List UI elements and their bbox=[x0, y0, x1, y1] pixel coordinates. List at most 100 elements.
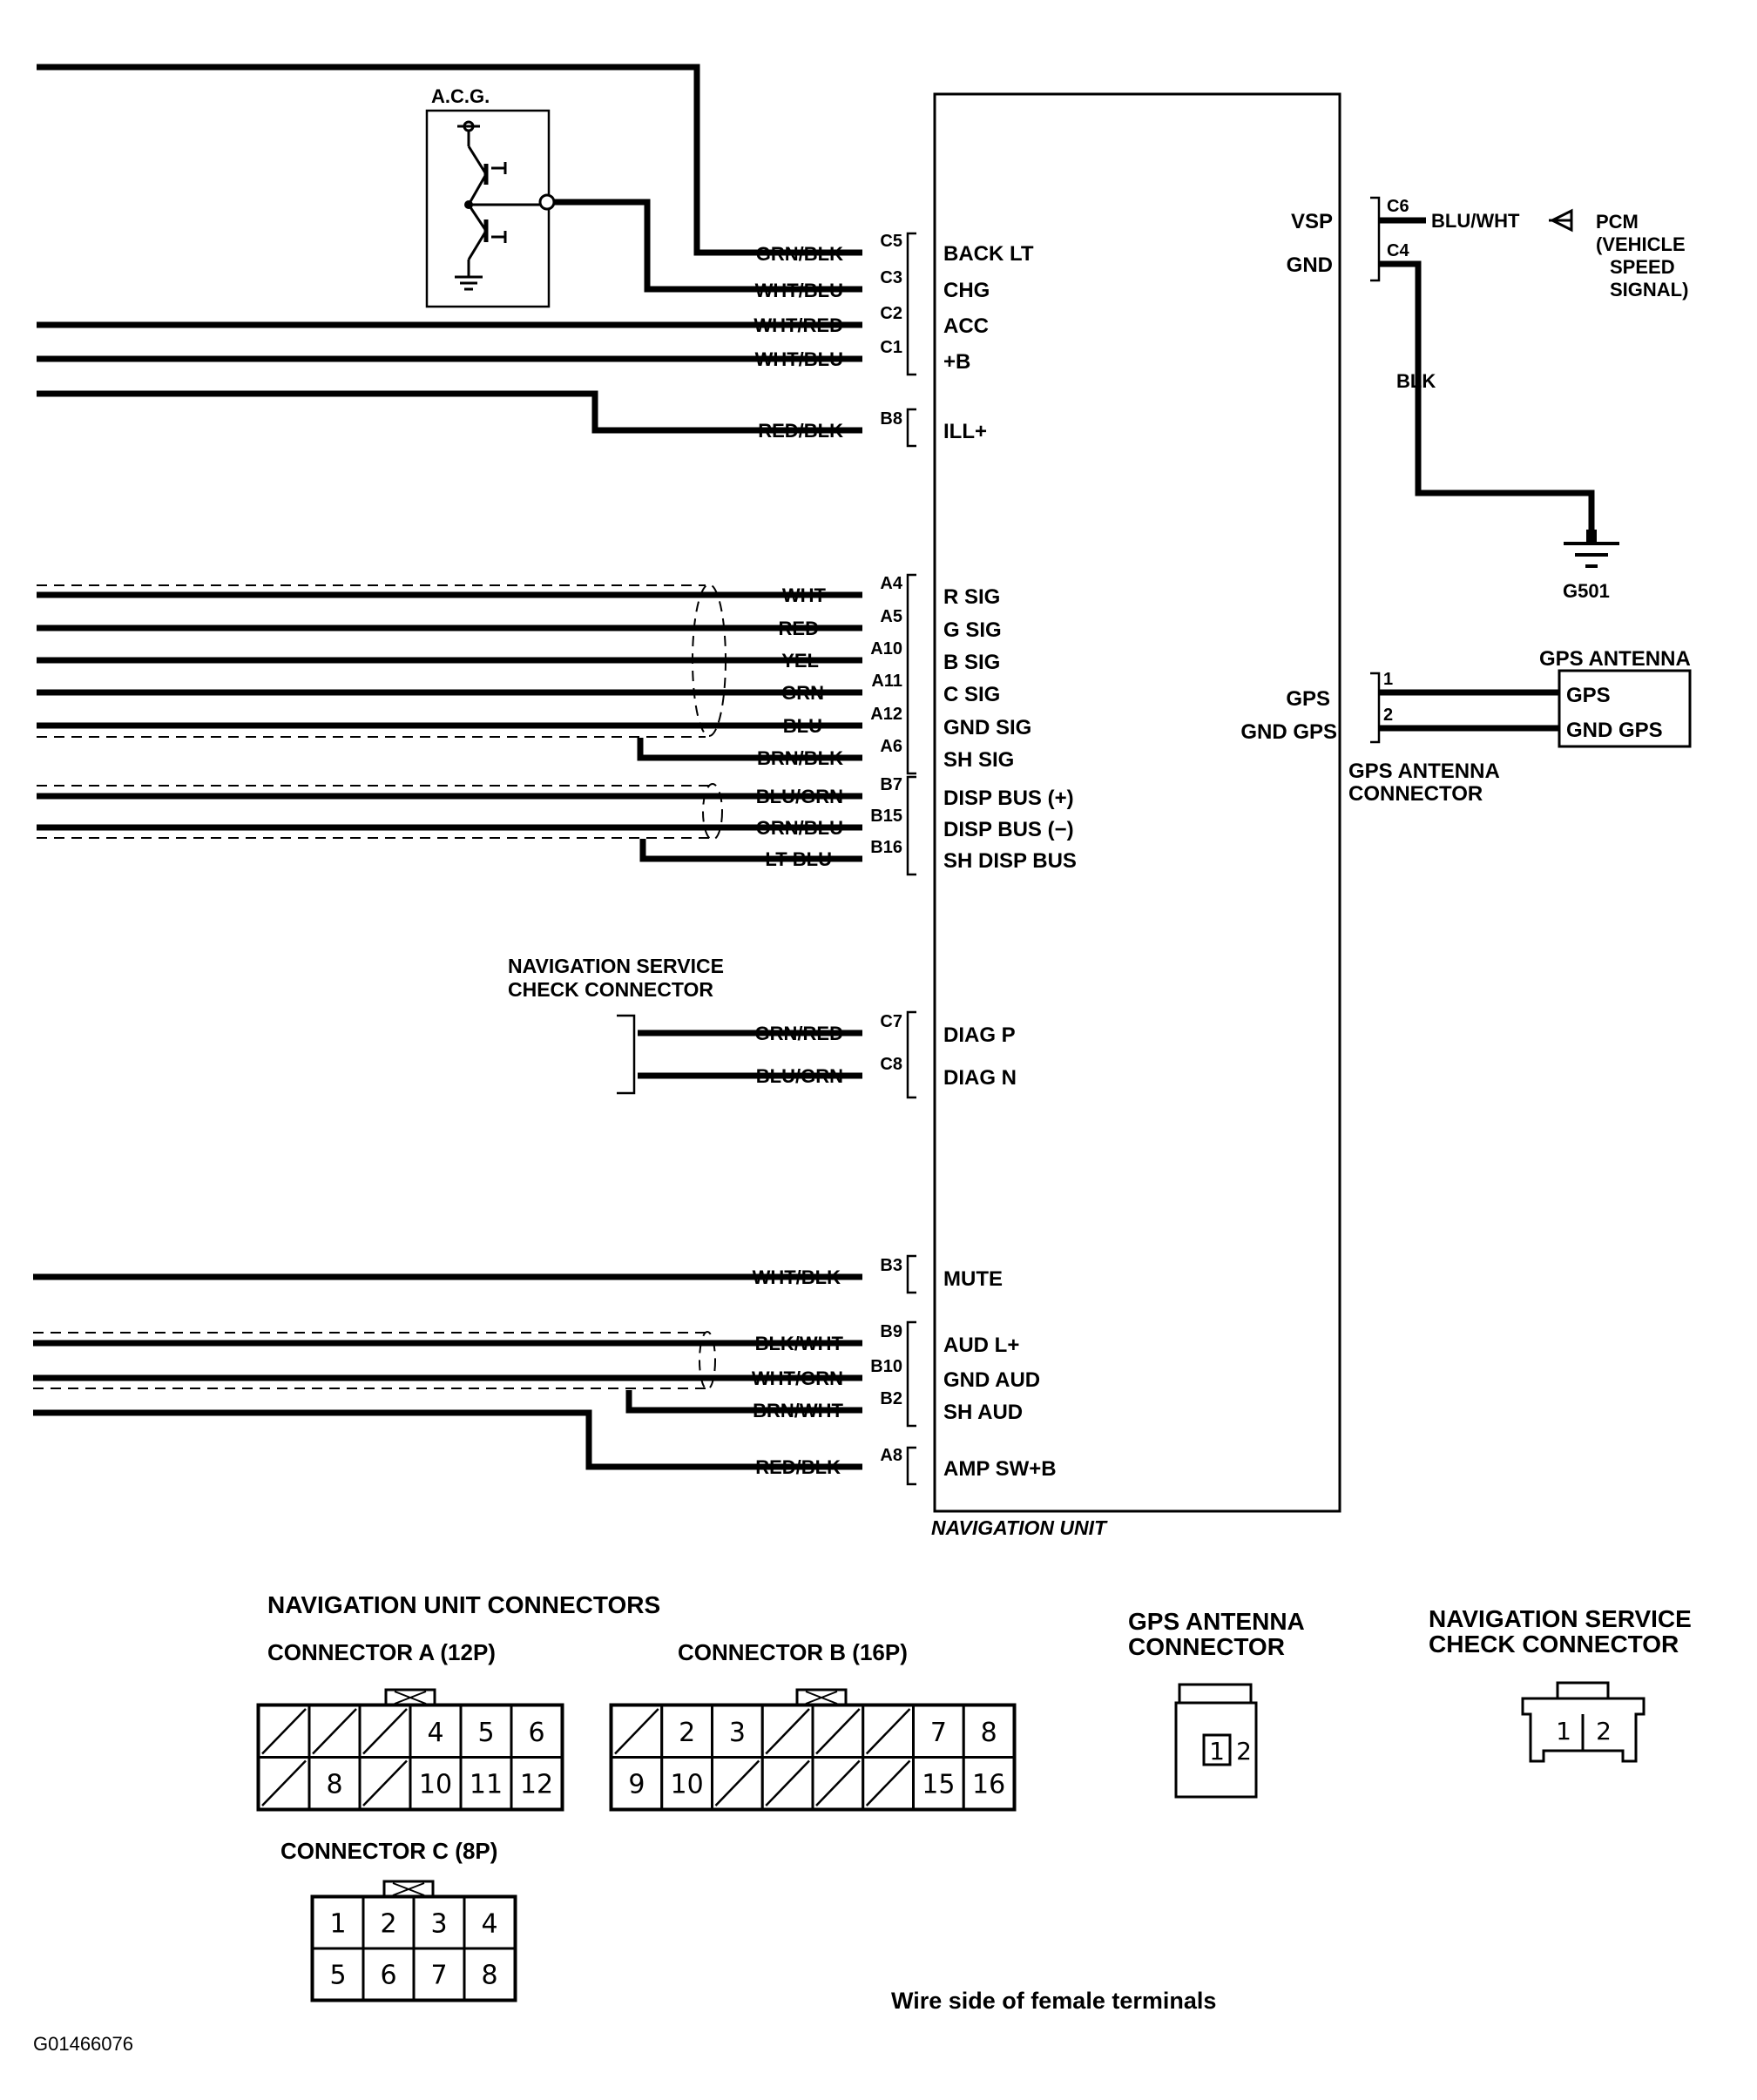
connector-b-cell bbox=[610, 1756, 664, 1811]
unit-label-chg: CHG bbox=[943, 279, 990, 302]
connector-c-right-bracket bbox=[1370, 196, 1381, 282]
connectors-title: NAVIGATION UNIT CONNECTORS bbox=[267, 1591, 660, 1618]
unit-label-vsp: VSP bbox=[1291, 210, 1333, 233]
wire-label-b8: RED/BLK bbox=[758, 420, 843, 442]
gps-face-pin-1: 1 bbox=[1209, 1737, 1225, 1766]
connector-b-pin-number: 7 bbox=[930, 1718, 947, 1748]
wire-label-a12: BLU bbox=[783, 715, 822, 737]
left-wiring bbox=[33, 64, 862, 1470]
pcm-label-line4: SIGNAL) bbox=[1610, 279, 1688, 300]
connector-a-unused-cell-slash bbox=[362, 1708, 408, 1755]
pin-a11: A11 bbox=[871, 672, 902, 691]
connector-b-title: CONNECTOR B (16P) bbox=[678, 1639, 908, 1665]
ground-label: G501 bbox=[1563, 580, 1610, 602]
gps-connector-bracket bbox=[1370, 672, 1381, 744]
pin-c8: C8 bbox=[880, 1055, 902, 1074]
connector-a-unused-cell-slash bbox=[261, 1759, 307, 1806]
wire-label-a10: YEL bbox=[781, 650, 819, 672]
pin-b8: B8 bbox=[880, 409, 902, 429]
pin-numbers: C5 C3 C2 C1 B8 A4 A5 A10 A11 A12 A6 B7 B… bbox=[870, 232, 903, 1465]
wire-label-b16: LT BLU bbox=[765, 848, 832, 870]
wire-label-a11: GRN bbox=[781, 682, 824, 704]
connector-b-pin-number: 16 bbox=[972, 1769, 1005, 1800]
connector-a-pin-number: 8 bbox=[326, 1769, 342, 1800]
figure-id: G01466076 bbox=[33, 2033, 133, 2055]
unit-label-disp-bus-minus: DISP BUS (−) bbox=[943, 818, 1074, 841]
connector-c-pin-number: 6 bbox=[380, 1961, 396, 1991]
ground-post bbox=[1586, 530, 1597, 544]
navigation-unit-label: NAVIGATION UNIT bbox=[931, 1516, 1108, 1539]
shield-lines bbox=[33, 584, 726, 1390]
unit-label-gnd: GND bbox=[1287, 253, 1333, 277]
connector-b-unused-cell-slash bbox=[865, 1759, 911, 1806]
pin-c6: C6 bbox=[1387, 197, 1409, 216]
connector-c-pin-number: 4 bbox=[481, 1909, 497, 1940]
nav-service-connector-face bbox=[1521, 1681, 1645, 1763]
connector-c-cell bbox=[362, 1947, 416, 2002]
ground-icon bbox=[1564, 542, 1619, 568]
gps-face-pin-2: 2 bbox=[1236, 1737, 1252, 1766]
connector-c-cell bbox=[463, 1895, 517, 1950]
connector-b-unused-cell-slash bbox=[614, 1708, 659, 1755]
wire-label-b7: BLU/GRN bbox=[756, 786, 843, 807]
wire-label-c8: BLU/GRN bbox=[756, 1065, 843, 1087]
pin-b3: B3 bbox=[880, 1256, 902, 1275]
unit-label-plus-b: +B bbox=[943, 350, 970, 374]
pin-a8: A8 bbox=[880, 1446, 902, 1465]
unit-pin-labels: BACK LT CHG ACC +B ILL+ R SIG G SIG B SI… bbox=[943, 242, 1077, 1481]
wire-label-a6: BRN/BLK bbox=[757, 747, 843, 769]
pin-a12: A12 bbox=[870, 705, 902, 724]
pcm-arrow-icon bbox=[1549, 208, 1573, 233]
connector-c-pin-number: 7 bbox=[430, 1961, 447, 1991]
unit-label-gnd-aud: GND AUD bbox=[943, 1368, 1040, 1392]
connector-b-pin-number: 15 bbox=[922, 1769, 955, 1800]
connector-b-pin-number: 3 bbox=[729, 1718, 746, 1748]
pin-b7: B7 bbox=[880, 775, 902, 794]
connector-a-pin-number: 4 bbox=[427, 1718, 443, 1748]
acg-terminal bbox=[538, 193, 556, 211]
connector-a-pin-number: 10 bbox=[419, 1769, 452, 1800]
wire-label-a5: RED bbox=[779, 618, 819, 639]
unit-label-disp-bus-plus: DISP BUS (+) bbox=[943, 787, 1074, 810]
connector-a-unused-cell-slash bbox=[312, 1708, 357, 1755]
pcm-label-line2: (VEHICLE bbox=[1596, 233, 1686, 255]
wire-label-b9: BLK/WHT bbox=[755, 1333, 844, 1354]
nav-service-check-connector bbox=[617, 1014, 636, 1095]
navigation-unit-box bbox=[933, 92, 1341, 1513]
nav-face-pin-2: 2 bbox=[1596, 1717, 1612, 1745]
connector-b-unused-cell-slash bbox=[815, 1759, 861, 1806]
unit-label-gnd-sig: GND SIG bbox=[943, 716, 1031, 739]
wire-color-labels: GRN/BLK WHT/BLU WHT/RED WHT/BLU RED/BLK … bbox=[752, 243, 844, 1478]
wire-label-c2: WHT/RED bbox=[753, 314, 843, 336]
gps-face-title-line1: GPS ANTENNA bbox=[1128, 1608, 1305, 1635]
unit-label-gnd-gps: GND GPS bbox=[1240, 720, 1337, 744]
unit-label-acc: ACC bbox=[943, 314, 989, 338]
connector-b-cell bbox=[711, 1704, 764, 1759]
pcm-label-line3: SPEED bbox=[1610, 256, 1675, 278]
unit-label-g-sig: G SIG bbox=[943, 618, 1002, 642]
gps-pin-2: 2 bbox=[1383, 706, 1393, 725]
unit-label-amp-sw: AMP SW+B bbox=[943, 1457, 1057, 1481]
pin-b2: B2 bbox=[880, 1389, 902, 1408]
pcm-label: PCM bbox=[1596, 211, 1639, 233]
connector-b-cell bbox=[660, 1756, 713, 1811]
gps-pin-1: 1 bbox=[1383, 670, 1393, 689]
connector-a-cell bbox=[510, 1756, 564, 1811]
connector-c-pin-number: 5 bbox=[329, 1961, 346, 1991]
unit-label-sh-disp-bus: SH DISP BUS bbox=[943, 849, 1077, 873]
gps-antenna-box bbox=[1558, 669, 1692, 748]
wire-label-a8: RED/BLK bbox=[755, 1456, 841, 1478]
connector-b-unused-cell-slash bbox=[765, 1708, 810, 1755]
unit-label-back-lt: BACK LT bbox=[943, 242, 1034, 266]
pin-a5: A5 bbox=[880, 607, 902, 626]
acg-symbol-icon bbox=[455, 120, 540, 291]
wire-label-b3: WHT/BLK bbox=[753, 1266, 841, 1288]
connector-b-cell bbox=[912, 1756, 965, 1811]
connector-c-pin-number: 8 bbox=[481, 1961, 497, 1991]
pin-c2: C2 bbox=[880, 304, 902, 323]
connector-a-title: CONNECTOR A (12P) bbox=[267, 1639, 496, 1665]
gps-connector-label-line1: GPS ANTENNA bbox=[1348, 760, 1500, 783]
pin-c4: C4 bbox=[1387, 241, 1409, 260]
gnd-wire bbox=[1379, 260, 1595, 531]
